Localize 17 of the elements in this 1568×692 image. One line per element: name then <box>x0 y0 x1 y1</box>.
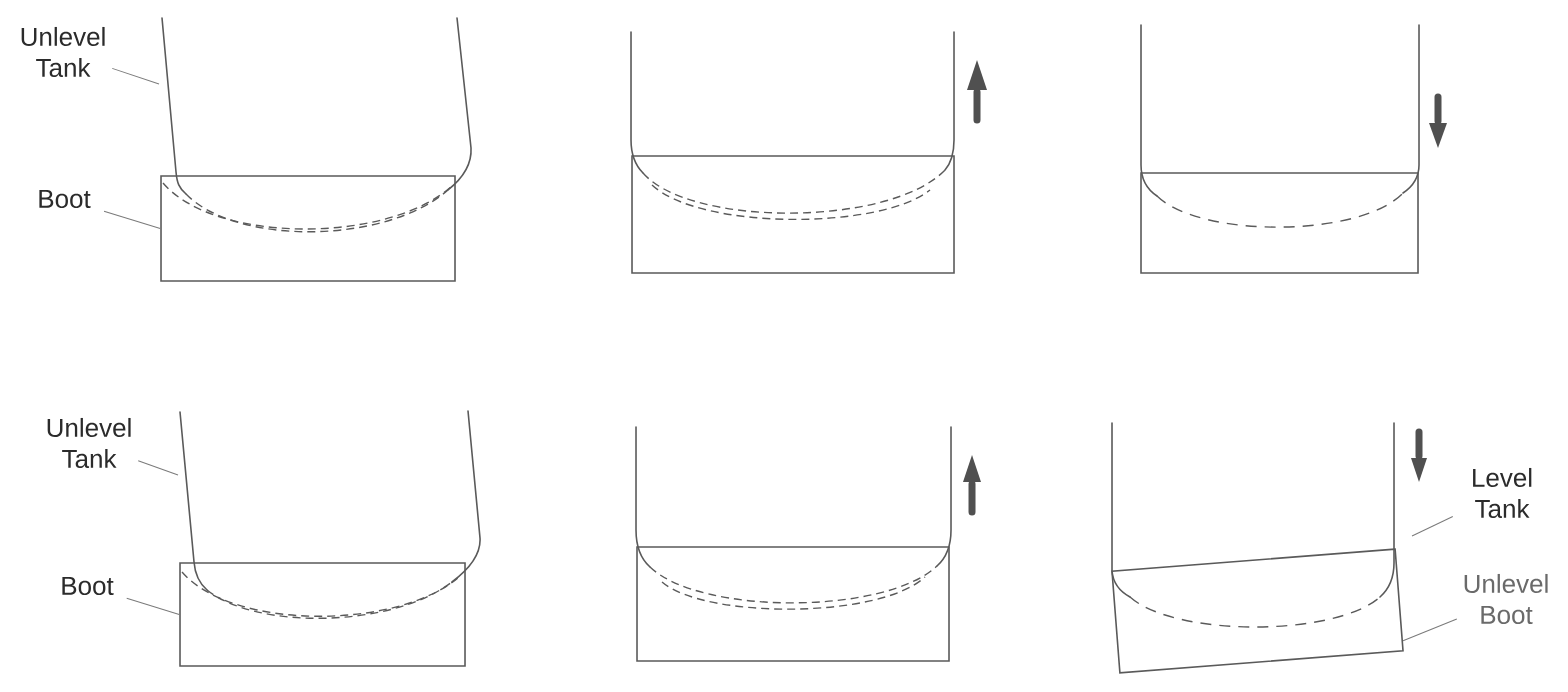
leader-line <box>1402 618 1458 642</box>
leader-line <box>111 67 160 85</box>
callout-label: Unlevel Boot <box>1464 573 1548 625</box>
boot-rectangle <box>160 175 456 282</box>
boot-rectangle <box>636 546 950 662</box>
boot-rectangle <box>1140 172 1419 274</box>
callout-label: Level Tank <box>1473 467 1532 519</box>
boot-rectangle <box>631 155 955 274</box>
callout-label: Unlevel Tank <box>47 417 131 469</box>
leader-line <box>126 597 180 615</box>
leader-line <box>137 460 179 476</box>
boot-rectangle <box>179 562 466 667</box>
leader-line <box>103 210 161 229</box>
callout-label: Boot <box>39 189 91 209</box>
callout-label: Unlevel Tank <box>21 26 105 78</box>
callout-label: Boot <box>62 576 114 596</box>
leader-line <box>1411 516 1454 537</box>
